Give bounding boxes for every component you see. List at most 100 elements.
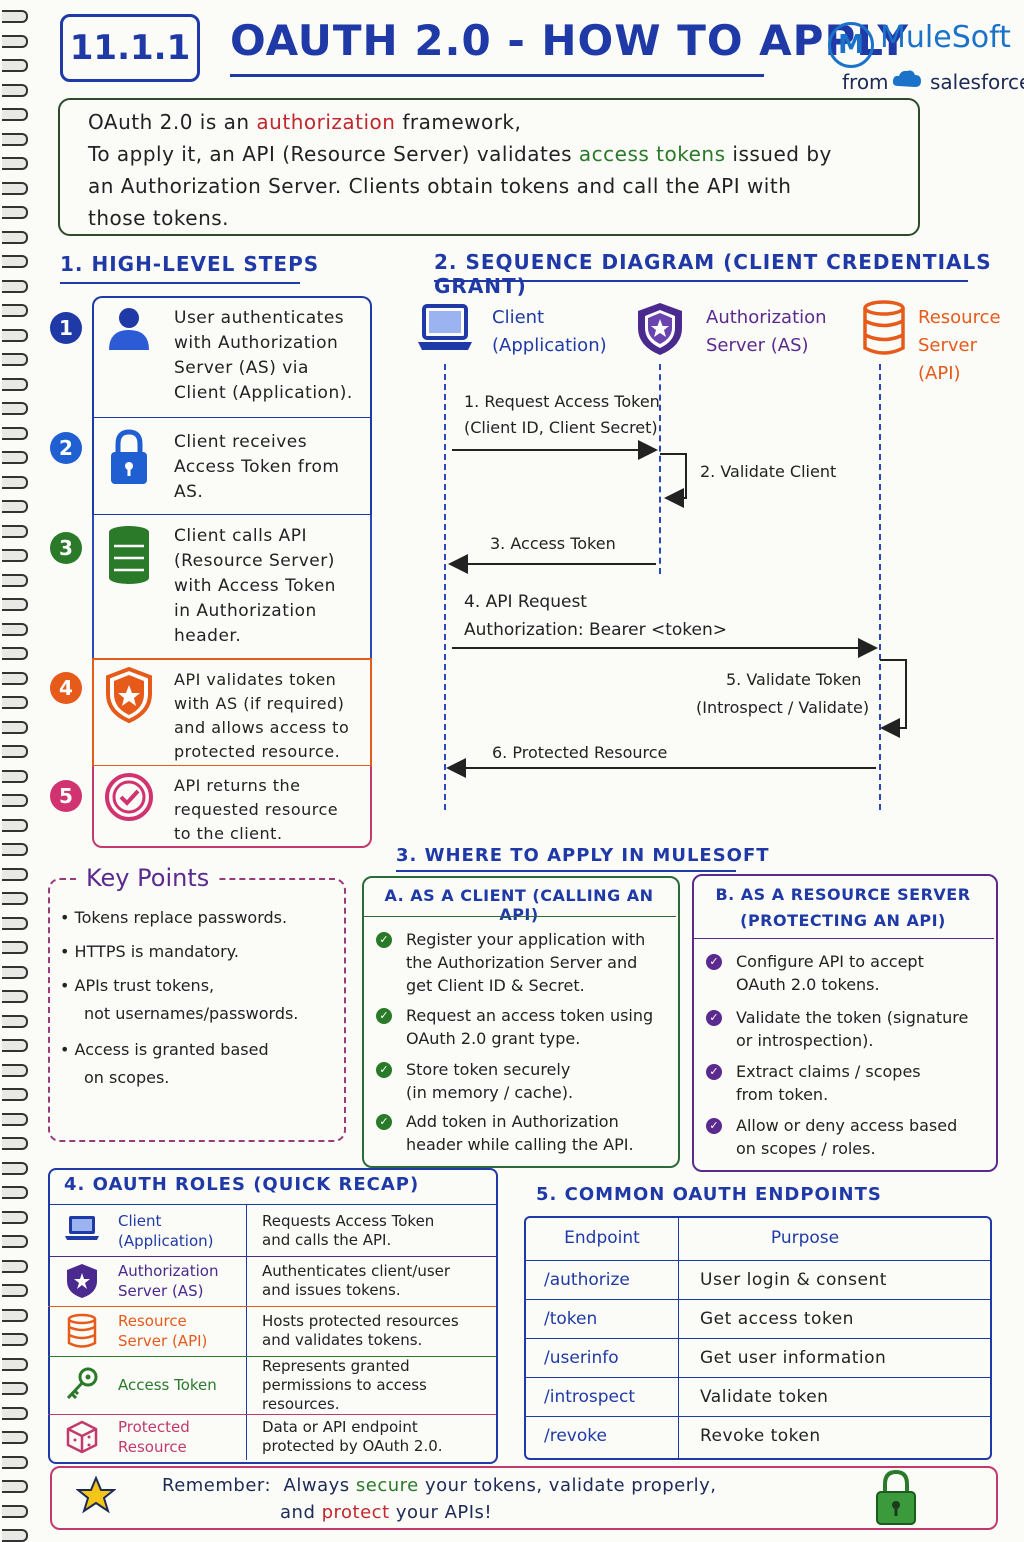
actor-client-line2: (Application) <box>492 335 607 356</box>
spiral-ring <box>2 598 28 611</box>
client-panel-heading: A. AS A CLIENT (CALLING AN API) <box>384 886 654 924</box>
remember-f: your APIs! <box>395 1502 493 1523</box>
page-title: OAUTH 2.0 - HOW TO APPLY <box>230 16 909 65</box>
spiral-ring <box>2 1210 28 1224</box>
server-item-line: Extract claims / scopes <box>736 1062 921 1081</box>
spiral-ring <box>2 1259 28 1273</box>
step-box-1 <box>92 296 372 418</box>
server-item-line: from token. <box>736 1085 829 1104</box>
spiral-ring <box>2 1112 28 1126</box>
spiral-ring <box>2 1137 28 1150</box>
key-point-2: HTTPS is mandatory. <box>74 942 239 961</box>
actor-resource-line1: Resource <box>918 307 1001 328</box>
msg-1-line1: 1. Request Access Token <box>464 392 660 411</box>
spiral-ring <box>2 549 28 562</box>
spiral-ring <box>2 622 28 636</box>
actor-auth-server: Authorization Server (AS) <box>706 304 827 360</box>
spiral-ring <box>2 377 28 391</box>
role-description-line: and validates tokens. <box>262 1331 423 1349</box>
title-underline <box>230 74 764 77</box>
spiral-ring <box>2 83 28 97</box>
spiral-ring <box>2 1088 28 1101</box>
spiral-ring <box>2 1455 28 1469</box>
msg-2: 2. Validate Client <box>700 462 837 481</box>
spiral-ring <box>2 279 28 293</box>
intro-box: OAuth 2.0 is an authorization framework,… <box>58 98 920 236</box>
spiral-ring <box>2 402 28 415</box>
check-icon: ✓ <box>706 1118 722 1134</box>
spiral-ring <box>2 451 28 464</box>
key-point-4b: on scopes. <box>84 1068 170 1087</box>
server-item-line: Configure API to accept <box>736 952 924 971</box>
database-icon <box>109 526 149 584</box>
client-item-line: Add token in Authorization <box>406 1112 619 1131</box>
client-item-line: get Client ID & Secret. <box>406 976 585 995</box>
spiral-ring <box>2 206 28 219</box>
step-text-1: User authenticates with Authorization Se… <box>174 308 353 403</box>
key-points-heading: Key Points <box>78 864 218 892</box>
endpoint-path: /userinfo <box>544 1348 619 1368</box>
actor-auth-line2: Server (AS) <box>706 335 809 356</box>
spiral-ring <box>2 1504 28 1518</box>
step-number-2: 2 <box>50 432 82 464</box>
spiral-ring <box>2 867 28 881</box>
cloud-icon <box>892 70 921 87</box>
step-number-1: 1 <box>50 312 82 344</box>
msg-5-line1: 5. Validate Token <box>726 670 862 689</box>
roles-row-line <box>48 1256 496 1257</box>
client-panel-divider <box>362 916 676 917</box>
client-item: Store token securely (in memory / cache). <box>406 1058 573 1104</box>
server-item-line: Allow or deny access based <box>736 1116 958 1135</box>
spiral-ring <box>2 34 28 48</box>
spiral-ring <box>2 1235 28 1248</box>
spiral-ring <box>2 745 28 758</box>
step-box-4 <box>92 658 372 766</box>
spiral-ring <box>2 475 28 489</box>
role-description-line: Hosts protected resources <box>262 1312 459 1330</box>
roles-col-divider <box>246 1204 247 1460</box>
actor-client-line1: Client <box>492 307 545 328</box>
key-point-4a: Access is granted based <box>74 1040 269 1059</box>
check-icon: ✓ <box>376 932 392 948</box>
step-number-3: 3 <box>50 532 82 564</box>
role-name-line2: (Application) <box>118 1232 214 1250</box>
logo-from: from <box>842 70 889 94</box>
role-name-line2: Server (API) <box>118 1332 208 1350</box>
client-item-line: (in memory / cache). <box>406 1083 574 1102</box>
endpoints-col-endpoint: Endpoint <box>564 1228 640 1248</box>
mulesoft-heading-underline <box>396 870 736 872</box>
server-item: Extract claims / scopes from token. <box>736 1060 921 1106</box>
endpoint-row-line <box>524 1416 990 1417</box>
spiral-ring <box>2 1333 28 1346</box>
endpoint-purpose: Revoke token <box>700 1426 821 1446</box>
spiral-ring <box>2 794 28 807</box>
intro-line1c: framework, <box>402 110 522 134</box>
intro-text: OAuth 2.0 is an authorization framework,… <box>88 106 898 234</box>
client-item-line: Store token securely <box>406 1060 571 1079</box>
server-item-line: Validate the token (signature <box>736 1008 969 1027</box>
section-number: 11.1.1 <box>60 14 200 82</box>
mulesoft-logo-icon: M <box>828 22 874 68</box>
spiral-ring <box>2 1063 28 1077</box>
spiral-ring <box>2 769 28 783</box>
spiral-ring <box>2 59 28 72</box>
step-text-5: API returns the requested resource to th… <box>174 776 339 843</box>
spiral-ring <box>2 1480 28 1493</box>
client-item-line: Request an access token using <box>406 1006 654 1025</box>
spiral-ring <box>2 1431 28 1444</box>
lifeline-resource-server <box>879 364 881 810</box>
endpoint-purpose: Get user information <box>700 1348 887 1368</box>
mulesoft-heading: 3. WHERE TO APPLY IN MULESOFT <box>396 845 770 866</box>
intro-line3: an Authorization Server. Clients obtain … <box>88 174 792 198</box>
logo-brand: salesforce <box>930 70 1024 94</box>
spiral-ring <box>2 1014 28 1028</box>
intro-line1a: OAuth 2.0 is an <box>88 110 250 134</box>
key-icon <box>66 1367 98 1400</box>
endpoint-row-line <box>524 1260 990 1261</box>
